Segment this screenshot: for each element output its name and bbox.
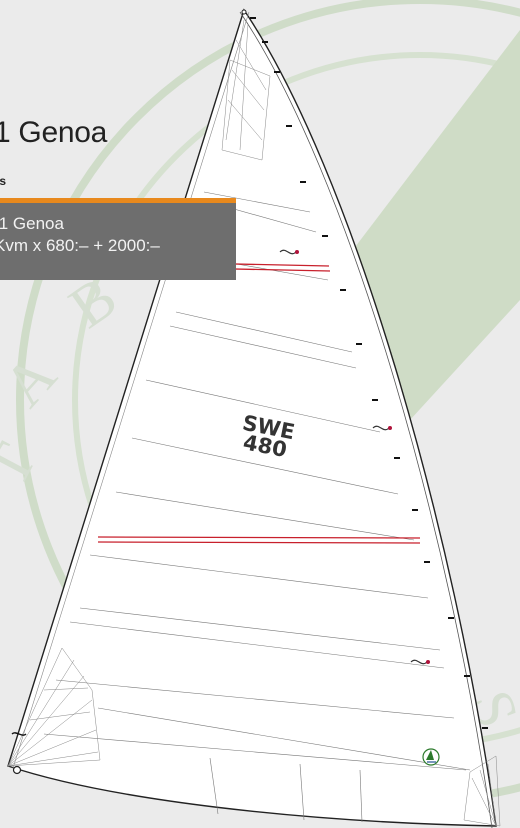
luff-tape	[12, 11, 250, 769]
price-box: /1 Genoa Kvm x 680:– + 2000:–	[0, 198, 236, 280]
telltale-icon	[372, 425, 392, 431]
price-product-name: /1 Genoa	[0, 214, 64, 233]
sail-outline	[7, 8, 497, 827]
class-logo-icon	[422, 748, 440, 766]
head-grommet	[241, 9, 247, 15]
telltale-icon	[279, 249, 299, 255]
tack-reinforcement	[463, 755, 501, 827]
leech-line	[239, 11, 493, 828]
product-subtitle: is	[0, 174, 7, 188]
page-title: 1 Genoa	[0, 116, 107, 149]
head-reinforcement	[221, 19, 271, 161]
leech-hanks	[250, 17, 488, 729]
price-formula: Kvm x 680:– + 2000:–	[0, 236, 160, 255]
clew-grommet	[12, 765, 22, 775]
tack-line	[11, 732, 27, 736]
clew-reinforcement	[7, 647, 101, 767]
telltale-icon	[410, 659, 430, 665]
